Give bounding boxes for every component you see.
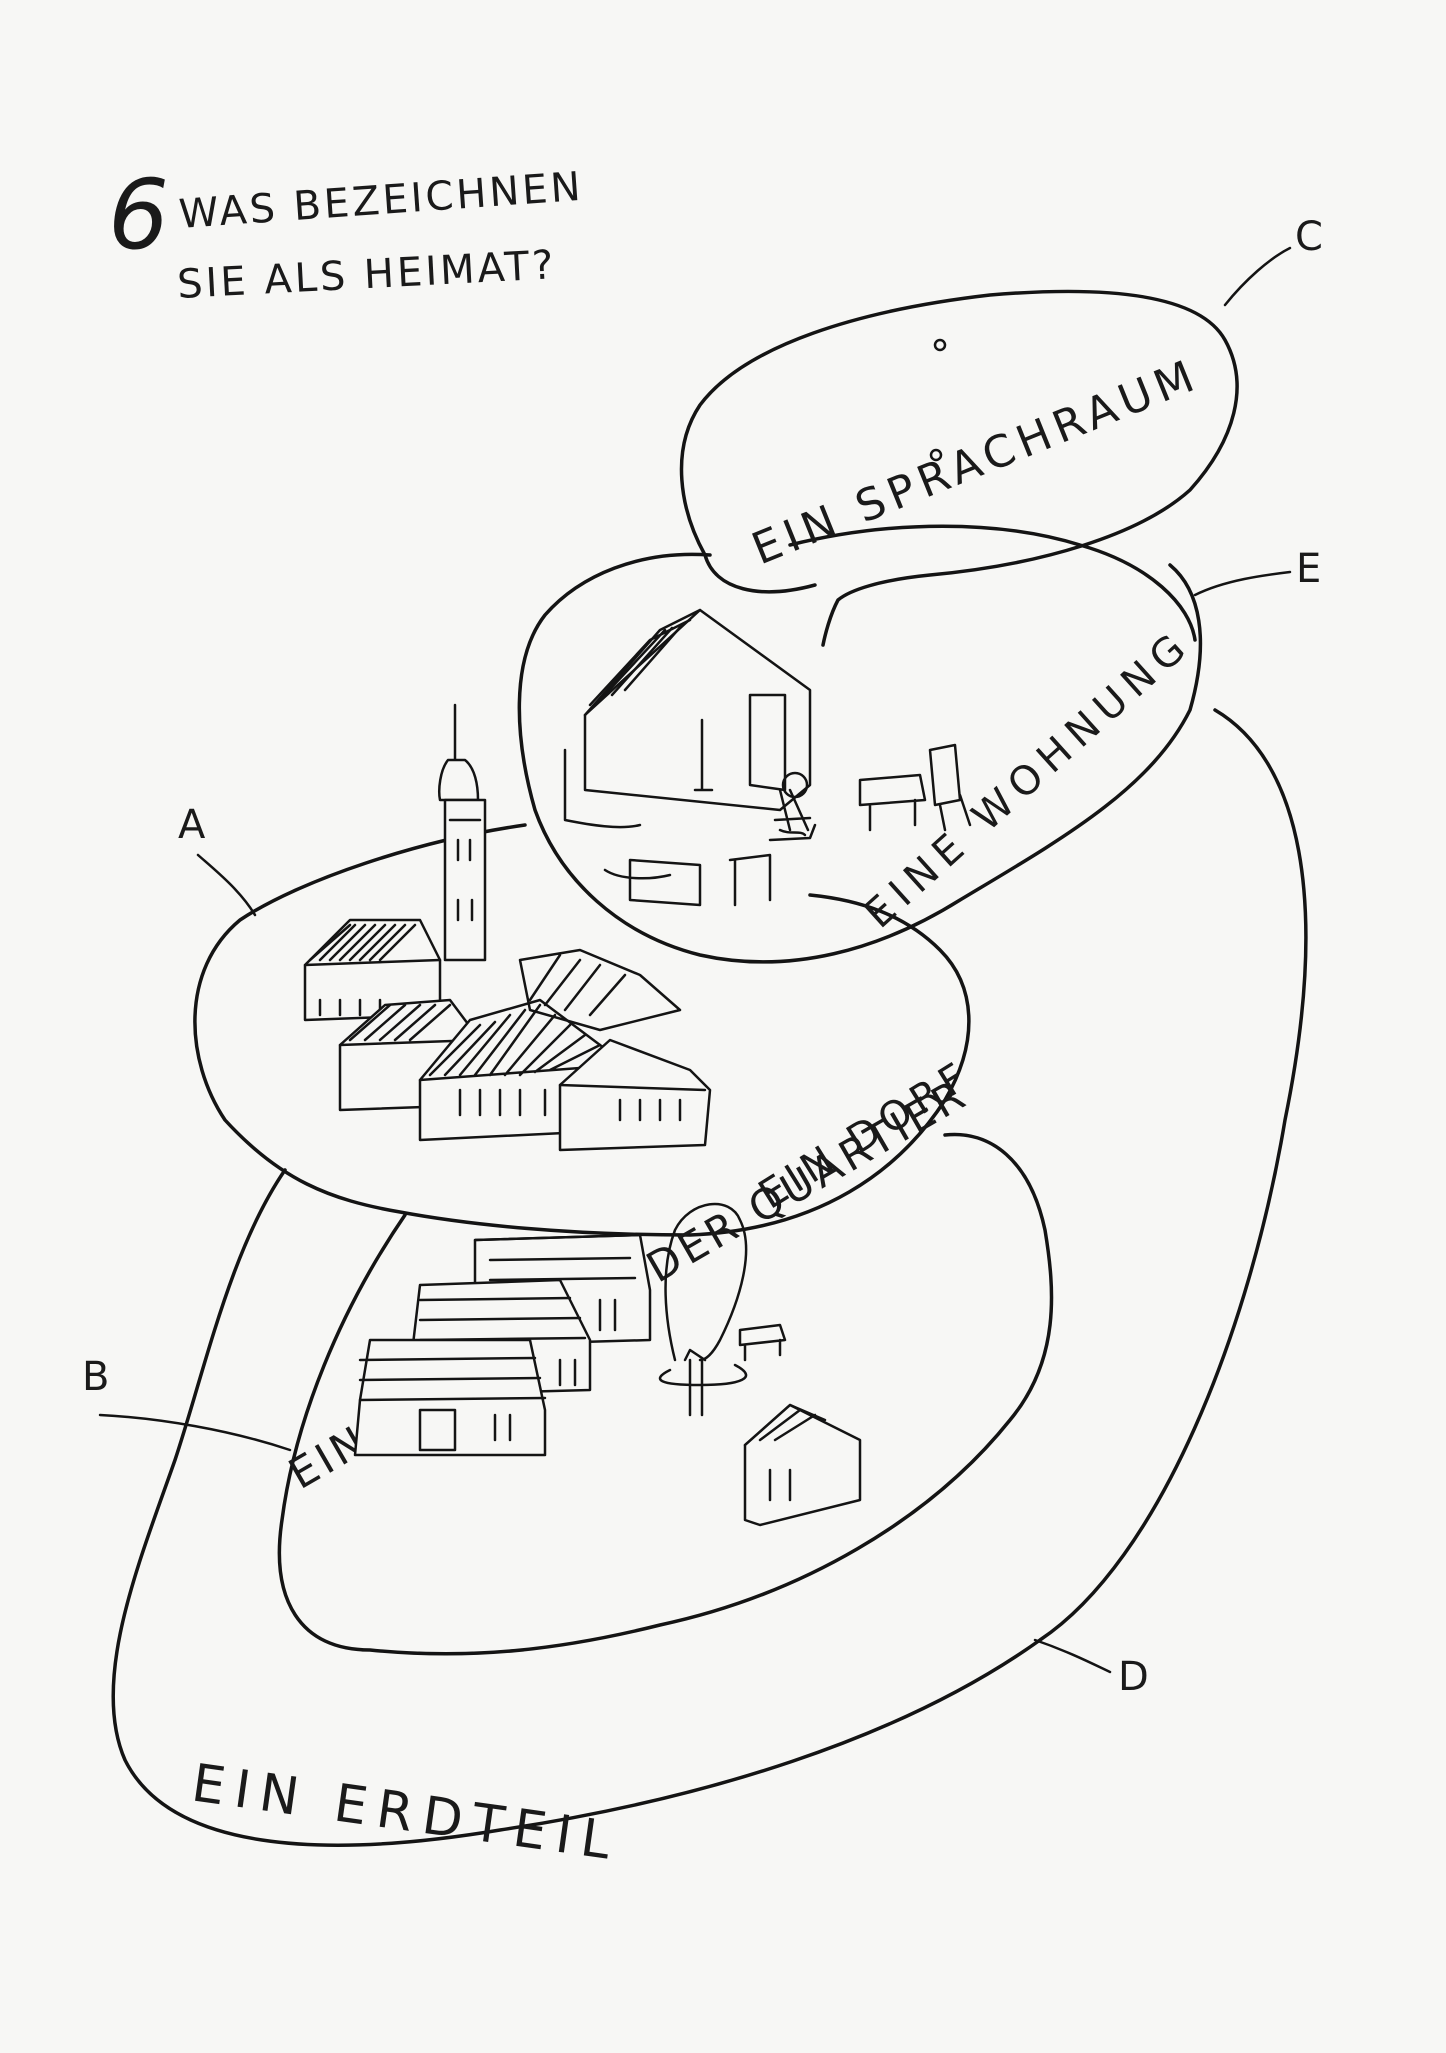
- area-letter-b: B: [82, 1354, 109, 1400]
- area-outline-d: [111, 708, 1308, 1847]
- area-label-wohnung: EINE WOHNUNG: [856, 621, 1201, 938]
- area-outline-e-top: [788, 524, 1197, 642]
- area-outline-c: [679, 289, 1239, 647]
- leader-line-b: [98, 1413, 292, 1452]
- area-label-sprachraum: EIN SPRACHRAUM: [745, 349, 1206, 575]
- question-line-1: WAS BEZEICHNEN: [177, 164, 584, 238]
- leader-line-a: [196, 853, 257, 917]
- question-title: 6 WAS BEZEICHNEN SIE ALS HEIMAT?: [108, 159, 585, 308]
- question-number: 6: [108, 159, 169, 271]
- question-line-2: SIE ALS HEIMAT?: [176, 242, 557, 308]
- area-letter-c: C: [1295, 214, 1323, 260]
- leader-line-e: [1193, 570, 1292, 597]
- area-letter-a: A: [178, 802, 206, 848]
- leader-line-d: [1033, 1638, 1112, 1674]
- speech-dot-1: [933, 338, 947, 352]
- area-letter-e: E: [1296, 546, 1321, 592]
- flat-illustration: [563, 608, 972, 907]
- area-label-erdteil: EIN ERDTEIL: [188, 1753, 624, 1872]
- area-outline-b: [277, 1132, 1054, 1656]
- village-illustration: [303, 703, 712, 1152]
- area-outline-e: [517, 552, 1203, 964]
- area-outline-a: [193, 823, 971, 1237]
- speech-dot-2: [929, 448, 943, 462]
- quartier-illustration: [353, 1202, 862, 1527]
- area-letter-d: D: [1118, 1654, 1149, 1700]
- leader-line-c: [1223, 246, 1292, 307]
